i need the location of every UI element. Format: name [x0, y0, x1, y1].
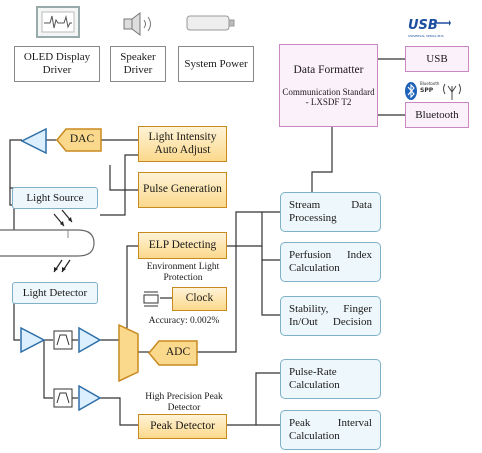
pulse-generation-box: Pulse Generation [138, 172, 227, 208]
amplifier-input-icon [20, 327, 46, 353]
speaker-driver-box: Speaker Driver [110, 46, 166, 82]
bluetooth-box: Bluetooth [405, 102, 469, 128]
speaker-icon [122, 12, 158, 36]
perfusion-index-box: Perfusion Index Calculation [280, 242, 381, 282]
system-power-box: System Power [178, 46, 254, 82]
clock-box: Clock [172, 287, 227, 311]
bandpass-filter-lower-icon [53, 388, 73, 408]
bandpass-filter-icon [53, 330, 73, 350]
stream-data-processing-box: Stream Data Processing [280, 192, 381, 232]
usb-logo-icon: USB UNIVERSAL SERIAL BUS [408, 16, 452, 38]
data-formatter-title: Data Formatter [293, 63, 364, 76]
light-source-box: Light Source [12, 187, 98, 209]
amplifier-lower-icon [78, 385, 102, 411]
data-formatter-box: Data Formatter Communication Standard - … [279, 44, 378, 127]
oled-display-driver-box: OLED Display Driver [14, 46, 100, 82]
dac-shape [56, 128, 102, 152]
adc-label: ADC [165, 346, 191, 359]
stability-decision-box: Stability, Finger In/Out Decision [280, 296, 381, 336]
finger-icon [0, 229, 95, 257]
environment-light-note: Environment Light Protection [146, 262, 220, 283]
usb-box: USB [405, 46, 469, 72]
elp-detecting-box: ELP Detecting [138, 232, 227, 259]
amplifier-top-icon [20, 128, 47, 154]
oled-display-icon [36, 6, 80, 38]
amplifier-filter-icon [78, 327, 102, 353]
peak-interval-box: Peak Interval Calculation [280, 410, 381, 450]
clock-accuracy-note: Accuracy: 0.002% [148, 316, 220, 326]
dac-label: DAC [69, 133, 95, 146]
crystal-oscillator-icon [143, 291, 159, 307]
light-intensity-box: Light Intensity Auto Adjust [138, 126, 227, 162]
peak-detector-box: Peak Detector [138, 414, 227, 439]
adc-shape [148, 340, 198, 366]
battery-icon [186, 14, 236, 32]
multiplexer-shape [118, 324, 139, 382]
high-precision-note: High Precision Peak Detector [145, 392, 223, 413]
bluetooth-logo-icon: Bluetooth SPP [404, 80, 466, 102]
pulse-rate-box: Pulse-Rate Calculation [280, 359, 381, 399]
data-formatter-sub: Communication Standard - LXSDF T2 [282, 86, 375, 108]
light-detector-box: Light Detector [12, 282, 98, 304]
